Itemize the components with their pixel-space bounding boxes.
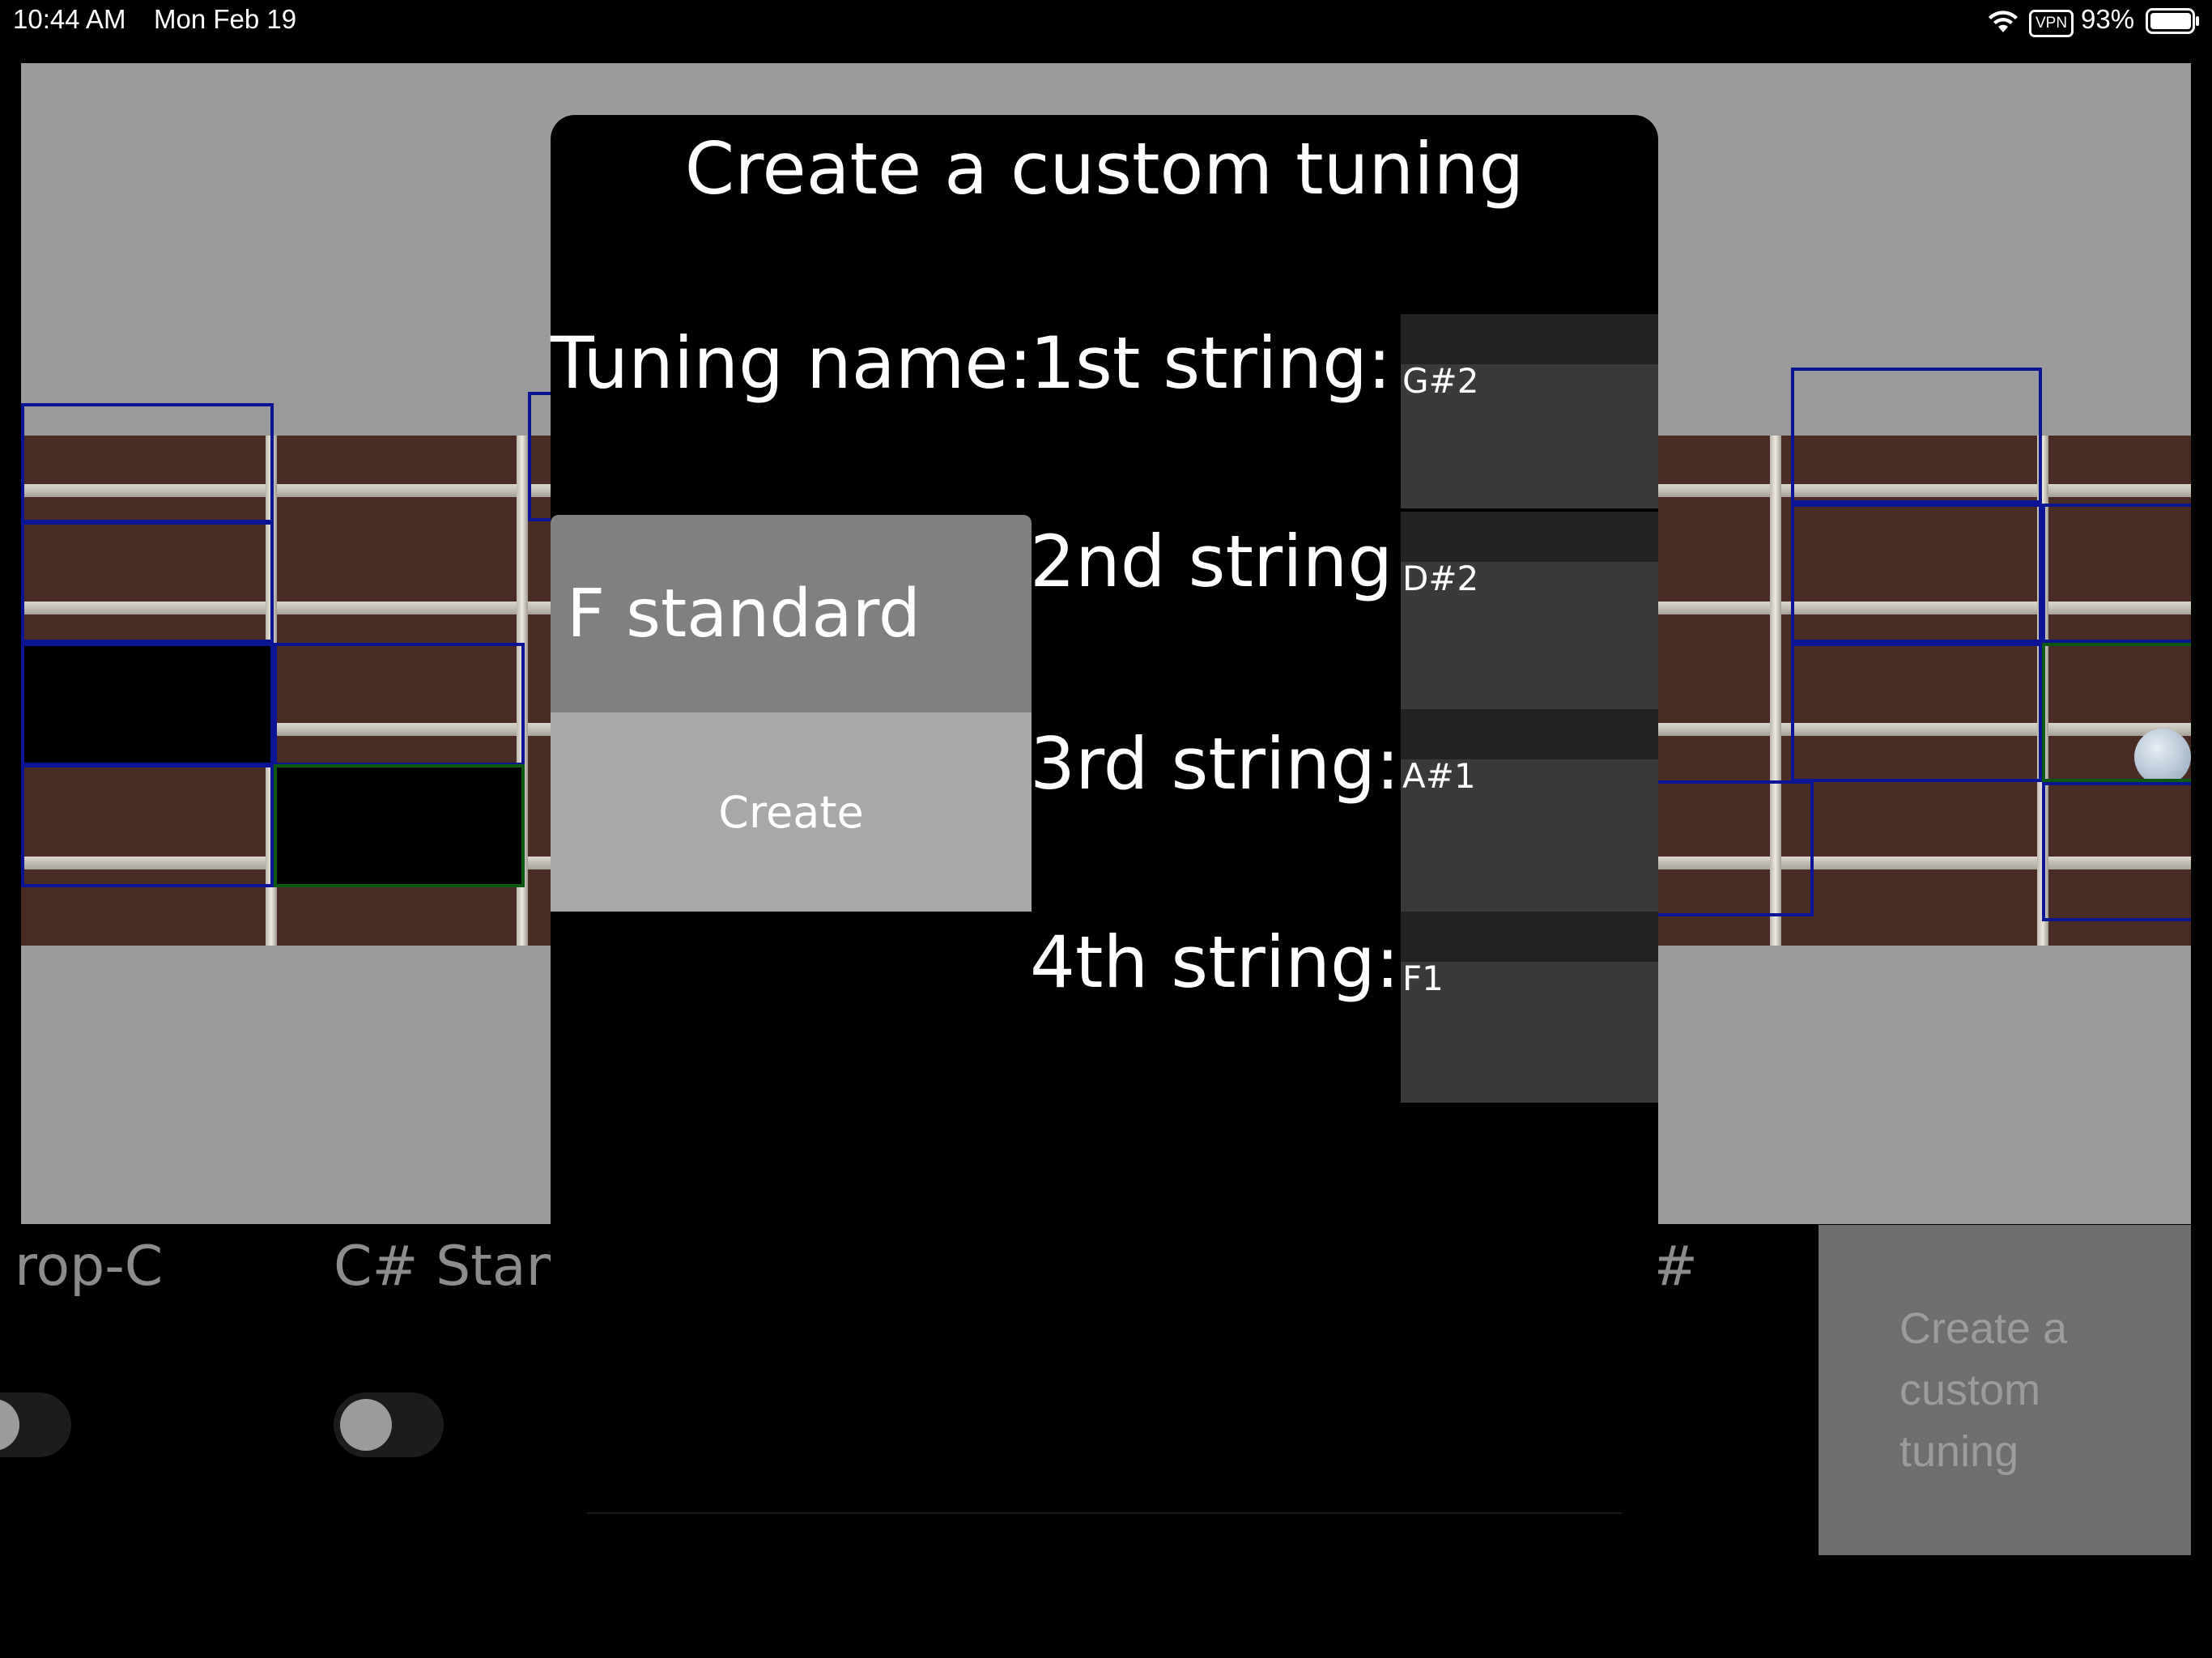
string-label-1: 1st string:	[1030, 321, 1392, 405]
status-date: Mon Feb 19	[154, 4, 297, 34]
battery-percent: 93%	[2081, 4, 2135, 34]
tuning-toggle[interactable]	[334, 1392, 444, 1457]
detection-box	[21, 643, 274, 766]
note-value: F1	[1402, 959, 1444, 998]
tuning-option-label: rop-C	[15, 1235, 164, 1299]
detection-box	[1791, 504, 2042, 643]
custom-tuning-dialog: Create a custom tuning Tuning name: Crea…	[551, 115, 1658, 1514]
note-value: A#1	[1402, 756, 1476, 796]
detection-box	[2042, 643, 2191, 782]
tuning-name-label: Tuning name:	[551, 321, 1033, 405]
wifi-icon	[1987, 8, 2019, 34]
tuning-name-input[interactable]	[551, 515, 1032, 712]
detection-box	[21, 764, 274, 887]
tuning-toggle[interactable]	[0, 1392, 71, 1457]
detection-box	[274, 643, 525, 766]
detection-box	[2042, 504, 2191, 643]
detection-box	[1791, 368, 2042, 504]
string-note-picker-3[interactable]: A#1	[1401, 709, 1658, 912]
string-label-4: 4th string:	[1030, 920, 1400, 1004]
string-note-picker-1[interactable]: G#2	[1401, 314, 1658, 508]
tuning-option-label: #	[1652, 1235, 1698, 1299]
create-button[interactable]: Create	[551, 712, 1032, 912]
dialog-title: Create a custom tuning	[684, 127, 1525, 210]
string-note-picker-2[interactable]: D#2	[1401, 512, 1658, 714]
battery-icon	[2146, 8, 2201, 34]
detection-box	[1632, 780, 1814, 916]
detection-box	[1791, 643, 2042, 782]
detection-box	[21, 520, 274, 643]
vpn-badge: VPN	[2029, 10, 2074, 37]
detection-box	[2042, 782, 2191, 921]
create-custom-tuning-button[interactable]: Create a custom tuning	[1819, 1225, 2191, 1555]
dialog-divider	[587, 1512, 1622, 1514]
detection-box	[274, 764, 525, 887]
status-time: 10:44 AM	[13, 4, 126, 34]
string-note-picker-4[interactable]: F1	[1401, 912, 1658, 1103]
string-label-3: 3rd string:	[1030, 722, 1400, 806]
note-value: G#2	[1402, 361, 1479, 401]
note-value: D#2	[1402, 559, 1479, 598]
detection-box	[21, 403, 274, 525]
tuning-option-label: C# Stan	[334, 1235, 559, 1299]
string-label-2: 2nd string:	[1030, 520, 1417, 603]
